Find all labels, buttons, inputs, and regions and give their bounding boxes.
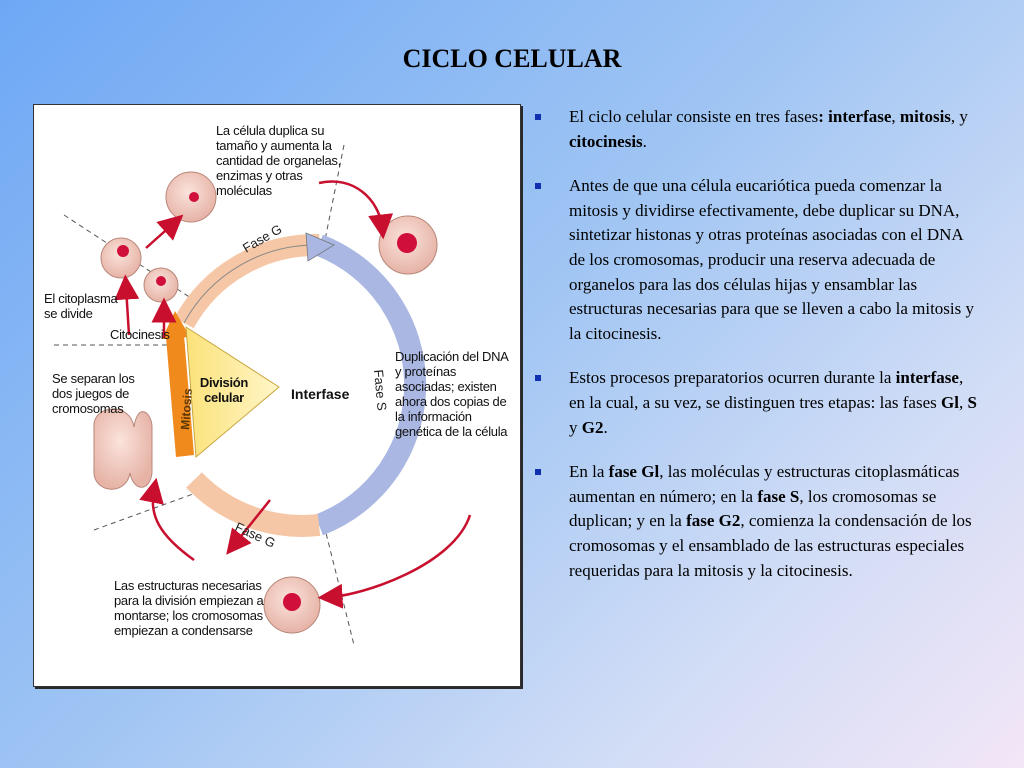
note-dna-duplication: Duplicación del DNA y proteínas asociada… [395, 349, 508, 439]
bullet-item: Estos procesos preparatorios ocurren dur… [534, 366, 979, 440]
arrow-icon [226, 499, 271, 555]
bullet-item: El ciclo celular consiste en tres fases:… [534, 105, 979, 154]
bold-text: fase G2 [686, 511, 741, 531]
arrow-icon [317, 514, 472, 609]
nucleus-icon [397, 233, 417, 253]
bullet-marker-icon [535, 114, 541, 120]
bullet-text: En la [569, 462, 609, 482]
bullet-text: Estos procesos preparatorios ocurren dur… [569, 368, 896, 388]
bullet-item: Antes de que una célula eucariótica pued… [534, 174, 979, 346]
bold-text: citocinesis [569, 131, 643, 151]
bullet-list: El ciclo celular consiste en tres fases:… [534, 105, 979, 603]
bullet-marker-icon [535, 469, 541, 476]
division-wedge [185, 326, 280, 459]
cell-cycle-diagram: Fase G Fase S Fase G Mitosis Interfase L… [33, 104, 521, 687]
fase-s-label: Fase S [371, 369, 390, 412]
bold-text: G2 [581, 417, 604, 437]
bullet-text: , las moléculas y estructuras citoplasmá… [569, 462, 960, 506]
ring-outline [183, 244, 320, 324]
arrow-icon [318, 180, 394, 240]
bullet-text: y [569, 417, 582, 437]
arrow-icon [114, 274, 140, 336]
bold-text: : interfase [818, 107, 892, 126]
bold-text: fase Gl [608, 462, 660, 482]
arrow-icon [145, 214, 184, 249]
nucleus-icon [156, 276, 166, 286]
bold-text: Gl [940, 392, 959, 412]
nucleus-icon [283, 593, 301, 611]
fase-g-bottom-arc [186, 472, 321, 537]
note-structures: Las estructuras necesarias para la divis… [114, 578, 264, 638]
bold-text: fase S [757, 486, 800, 506]
arrow-icon [139, 477, 195, 562]
cell-icon [100, 237, 142, 279]
note-cytoplasm-divides: El citoplasma se divide [44, 291, 118, 321]
fase-s-arc [315, 234, 427, 536]
bullet-marker-icon [535, 183, 541, 190]
mitosis-arrowhead [162, 311, 190, 339]
dashed-line [93, 489, 205, 531]
mitosis-bar [166, 335, 194, 457]
mitosis-label: Mitosis [178, 388, 195, 431]
bullet-text: , comienza la condensación de los cromos… [569, 511, 972, 580]
bold-text: mitosis [899, 107, 951, 126]
bold-text: S [967, 392, 977, 412]
dashed-line [323, 524, 355, 646]
bold-text: interfase [895, 368, 959, 388]
note-separate-chromosomes: Se separan los dos juegos de cromosomas [52, 371, 135, 416]
bullet-text: , los cromosomas se duplican; y en la [569, 486, 937, 531]
bullet-text: , [891, 107, 900, 126]
slide-title: CICLO CELULAR [402, 44, 622, 73]
dividing-cell-icon [93, 408, 153, 490]
fase-g-top-arc [174, 233, 320, 329]
nucleus-icon [117, 245, 129, 257]
interphase-label: Interfase [291, 386, 350, 402]
nucleus-icon [189, 192, 199, 202]
bullet-text: . [642, 131, 647, 151]
cell-cycle-svg: Fase G Fase S Fase G Mitosis Interfase [54, 144, 472, 646]
note-growth: La célula duplica su tamaño y aumenta la… [216, 123, 341, 198]
dashed-line [323, 144, 345, 246]
note-cytokinesis: Citocinesis [110, 327, 170, 342]
bullet-marker-icon [535, 375, 541, 382]
bullet-item: En la fase Gl, las moléculas y estructur… [534, 460, 979, 583]
bullet-text: , [958, 392, 968, 412]
ring-arrowhead [305, 232, 335, 262]
bullet-text: . [603, 417, 608, 437]
bullet-text: , en la cual, a su vez, se distinguen tr… [569, 368, 964, 412]
bullet-text: Antes de que una célula eucariótica pued… [569, 176, 975, 343]
division-label: División celular [199, 375, 249, 405]
bullet-text: El ciclo celular consiste en tres fases [569, 107, 819, 126]
bullet-text: , y [950, 107, 968, 126]
